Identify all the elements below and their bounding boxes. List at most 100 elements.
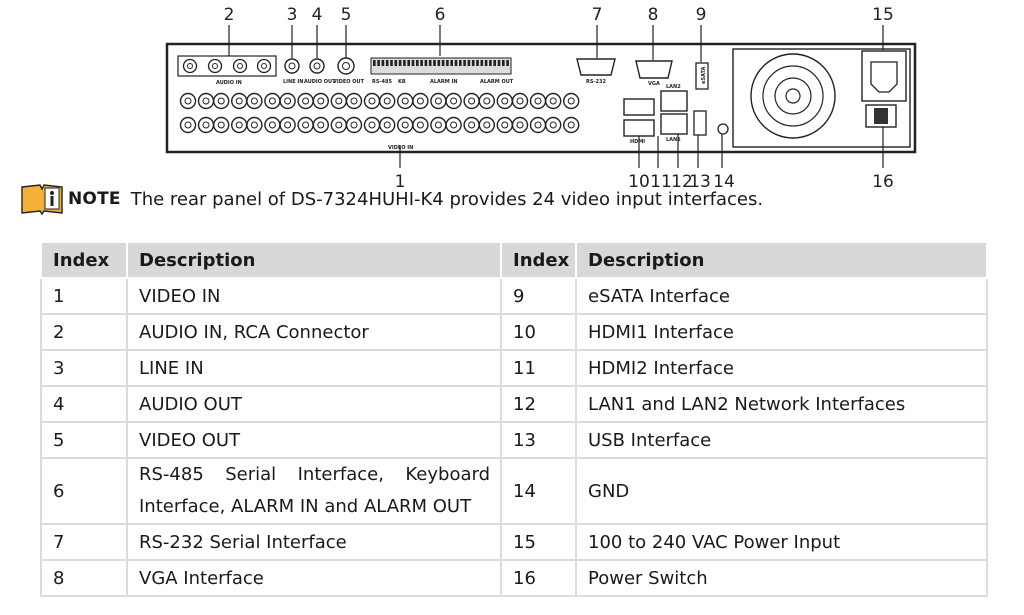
video-in-port [379,92,396,110]
video-in-port [230,116,248,134]
table-row: 5 VIDEO OUT 13 USB Interface [40,421,988,459]
terminal-pin [502,60,505,66]
terminal-pin [411,60,415,66]
video-in-port [545,116,562,134]
terminal-pin [394,60,398,66]
header-index: Index [40,241,128,279]
vga-port [635,60,673,79]
video-in-port [379,116,396,134]
video-in-port [264,116,281,134]
table-row: 8 VGA Interface 16 Power Switch [40,559,988,597]
kb-label: KB [398,79,406,85]
audio-out-label: AUDIO OUT [304,79,336,85]
callout-number: 6 [435,5,446,25]
book-icon [21,184,63,215]
table-row: 2 AUDIO IN, RCA Connector 10 HDMI1 Inter… [40,313,988,351]
table-cell: Power Switch [575,559,988,597]
rear-panel-diagram: AUDIO IN LINE IN AUDIO OUT VIDEO OUT RS-… [165,5,917,192]
table-cell: 10 [500,313,577,351]
video-in-label: VIDEO IN [388,145,413,151]
table-header-row: Index Description Index Description [40,241,988,279]
table-cell: 3 [40,349,128,387]
video-in-port [345,92,363,110]
video-in-port [478,116,495,134]
table-cell: LAN1 and LAN2 Network Interfaces [575,385,988,423]
video-in-port [496,116,513,134]
table-cell: 12 [500,385,577,423]
table-cell: VGA Interface [126,559,502,597]
video-in-port [246,116,263,134]
terminal-pin [446,60,449,66]
callout-number: 7 [592,5,603,25]
line-in-label: LINE IN [283,79,303,85]
terminal-pin [437,60,441,66]
video-in-port [545,92,562,110]
alarm-in-label: ALARM IN [430,79,458,85]
video-in-port [430,116,447,134]
hdmi1-port [623,119,655,137]
lan2-label: LAN2 [666,84,681,90]
video-in-port [463,116,480,134]
terminal-block [370,57,512,75]
terminal-pin [377,60,380,66]
table-cell: 8 [40,559,128,597]
table-row: 4 AUDIO OUT 12 LAN1 and LAN2 Network Int… [40,385,988,423]
video-in-port [529,116,547,134]
lan2-port [660,90,688,112]
video-in-port [330,116,347,134]
table-cell: AUDIO IN, RCA Connector [126,313,502,351]
table-cell: eSATA Interface [575,277,988,315]
rs485-label: RS-485 [372,79,392,85]
video-in-port [197,92,215,110]
terminal-pin [454,60,458,66]
video-in-port [463,92,480,110]
callout-number: 4 [312,5,323,25]
audio-in-port [256,58,272,74]
table-cell: 6 [40,457,128,525]
lan1-label: LAN1 [666,137,681,143]
table-cell: 5 [40,421,128,459]
video-in-port [179,92,197,110]
video-in-port [397,92,414,110]
table-row: 1 VIDEO IN 9 eSATA Interface [40,277,988,315]
terminal-pin [407,60,410,66]
audio-out-port [309,58,325,74]
video-in-port [179,116,197,134]
note-label: NOTE [68,189,121,209]
table-cell: 16 [500,559,577,597]
table-cell: 100 to 240 VAC Power Input [575,523,988,561]
terminal-pin [424,60,428,66]
table-cell: VIDEO IN [126,277,502,315]
video-in-port [529,92,547,110]
table-cell: RS-485 Serial Interface, Keyboard Interf… [126,457,502,525]
video-in-port [230,92,248,110]
video-in-ports [179,92,580,134]
video-in-port [412,116,429,134]
table-row: 3 LINE IN 11 HDMI2 Interface [40,349,988,387]
audio-in-port [232,58,248,74]
terminal-pin [385,60,389,66]
terminal-pin [373,60,376,66]
callout-number: 8 [648,5,659,25]
callout-number: 3 [287,5,298,25]
terminal-pin [471,60,475,66]
video-in-port [496,92,513,110]
video-in-port [330,92,347,110]
audio-in-block [177,55,277,77]
table-cell: 2 [40,313,128,351]
callout-number: 13 [689,172,711,192]
vga-label: VGA [648,81,660,87]
video-in-port [246,92,263,110]
alarm-out-label: ALARM OUT [480,79,514,85]
usb-port [693,110,707,136]
video-in-port [397,116,414,134]
terminal-pin [450,60,453,66]
video-in-port [563,92,580,110]
table-cell: HDMI2 Interface [575,349,988,387]
interface-table: Index Description Index Description 1 VI… [40,241,988,597]
terminal-pin [467,60,471,66]
callout-number: 9 [696,5,707,25]
video-in-port [312,92,329,110]
terminal-pin [381,60,385,66]
video-in-port [197,116,215,134]
